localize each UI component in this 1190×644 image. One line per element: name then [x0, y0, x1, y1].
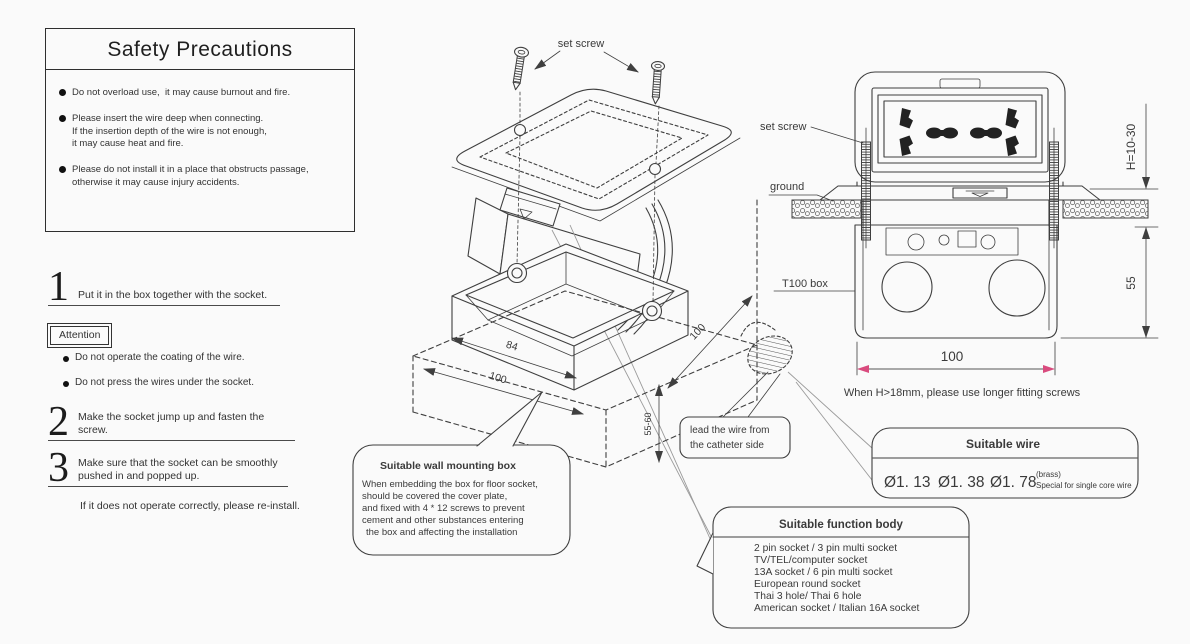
dim-55-60-label: 55-60 — [643, 412, 653, 435]
dim-h-label: H=10-30 — [1124, 123, 1138, 170]
lead-wire-line1: lead the wire from — [690, 425, 769, 436]
function-body-line: Thai 3 hole/ Thai 6 hole — [754, 591, 862, 602]
wire-note2: Special for single core wire — [1036, 481, 1132, 490]
step-2: 2 Make the socket jump up and fasten the… — [48, 399, 295, 445]
front-view-note: When H>18mm, please use longer fitting s… — [844, 387, 1081, 399]
wall-box-bubble: Suitable wall mounting box When embeddin… — [352, 391, 571, 556]
wall-box-line: and fixed with 4 * 12 screws to prevent — [362, 503, 525, 514]
wall-box-line: cement and other substances entering — [362, 515, 524, 526]
lead-wire-line2: the catheter side — [690, 440, 764, 451]
leader-to-wire-box — [787, 371, 873, 449]
step-text-line2: pushed in and popped up. — [78, 469, 200, 482]
step-number: 3 — [48, 445, 69, 491]
wire-title: Suitable wire — [966, 437, 1040, 451]
step-number: 2 — [48, 399, 69, 445]
attention-label: Attention — [46, 323, 113, 348]
safety-item: Do not overload use, it may cause burnou… — [59, 87, 346, 100]
function-body-line: TV/TEL/computer socket — [754, 555, 867, 566]
wire-note1: (brass) — [1036, 470, 1061, 479]
step-1: 1 Put it in the box together with the so… — [48, 264, 280, 310]
step-text: Put it in the box together with the sock… — [78, 288, 268, 301]
latch-flap — [499, 187, 561, 227]
wire-diameter: Ø1. 78 — [990, 474, 1037, 491]
leader-to-lead-wire — [722, 371, 769, 418]
step-number: 1 — [48, 264, 69, 310]
suitable-wire-bubble: Suitable wire Ø1. 13 Ø1. 38 Ø1. 78 (bras… — [871, 427, 1139, 499]
bullet-icon — [59, 166, 66, 174]
bullet-icon — [59, 89, 66, 96]
iso-set-screw-callout: set screw — [534, 38, 639, 73]
wall-box-title: Suitable wall mounting box — [380, 460, 516, 472]
dim-55-label: 55 — [1124, 276, 1138, 290]
function-body-title: Suitable function body — [779, 519, 904, 531]
lead-wire-callout: lead the wire from the catheter side — [679, 416, 791, 459]
step-text: Make sure that the socket can be smoothl… — [78, 457, 278, 483]
safety-precautions-panel: Safety Precautions Do not overload use, … — [45, 28, 355, 232]
function-body-line: 2 pin socket / 3 pin multi socket — [754, 543, 897, 554]
wall-box-line: should be covered the cover plate, — [362, 491, 507, 502]
function-body-line: American socket / Italian 16A socket — [754, 603, 920, 614]
dim-84-label: 84 — [505, 339, 520, 354]
socket-pins — [899, 108, 1019, 156]
wire-diameter: Ø1. 13 — [884, 474, 931, 491]
safety-item-text: Please insert the wire deep when connect… — [72, 112, 267, 150]
wall-box-line: When embedding the box for floor socket, — [362, 479, 538, 490]
ground-label: ground — [770, 181, 804, 193]
t100-box-label: T100 box — [782, 278, 828, 290]
pin-dumbbell — [926, 127, 958, 139]
cover-plate — [451, 88, 741, 222]
wire-bundle — [740, 321, 793, 375]
safety-list: Do not overload use, it may cause burnou… — [46, 70, 354, 190]
fitting-screws — [861, 127, 1059, 249]
step-3-note: If it does not operate correctly, please… — [80, 500, 300, 512]
wire-diameter: Ø1. 38 — [938, 474, 985, 491]
front-dimensions: H=10-30 55 100 When H>18mm, please use l… — [844, 103, 1159, 399]
attention-item: Do not press the wires under the socket. — [63, 377, 254, 388]
set-screw-label: set screw — [558, 38, 605, 50]
attention-item-text: Do not press the wires under the socket. — [75, 377, 254, 388]
step-text-line1: Make sure that the socket can be smoothl… — [78, 457, 278, 470]
bullet-icon — [63, 355, 69, 362]
step-3: 3 Make sure that the socket can be smoot… — [48, 445, 288, 491]
safety-title: Safety Precautions — [46, 29, 354, 70]
attention-item-text: Do not operate the coating of the wire. — [75, 352, 245, 363]
ground-hatch — [791, 199, 1149, 219]
safety-item: Please insert the wire deep when connect… — [59, 113, 346, 151]
leader-to-lead-wire — [747, 373, 781, 418]
dim-100-right-label: 100 — [687, 321, 708, 342]
safety-item-text: Please do not install it in a place that… — [72, 164, 309, 189]
open-lid — [854, 71, 1066, 183]
mechanism — [885, 227, 1019, 256]
iso-set-screws — [506, 46, 666, 322]
function-body-bubble: Suitable function body 2 pin socket / 3 … — [696, 506, 970, 629]
attention-item: Do not operate the coating of the wire. — [63, 352, 245, 363]
dim-100-left-label: 100 — [488, 370, 508, 387]
safety-item-text: Do not overload use, it may cause burnou… — [72, 87, 291, 98]
function-body-line: European round socket — [754, 579, 861, 590]
bullet-icon — [59, 114, 66, 122]
step-text: Make the socket jump up and fasten the s… — [78, 411, 265, 436]
front-labels: set screw ground T100 box — [760, 121, 864, 292]
set-screw-label: set screw — [760, 121, 807, 133]
attention-box: Attention — [46, 323, 113, 348]
pin-dumbbell — [970, 127, 1002, 139]
frame-plate — [819, 181, 1101, 201]
bullet-icon — [63, 380, 69, 387]
front-section-view: H=10-30 55 100 When H>18mm, please use l… — [760, 71, 1159, 399]
safety-item: Please do not install it in a place that… — [59, 164, 346, 190]
iso-exploded-view: 84 100 100 55-60 — [412, 38, 873, 553]
wall-box-line: the box and affecting the installation — [366, 527, 517, 538]
leader-to-wire-box — [795, 381, 873, 481]
function-body-line: 13A socket / 6 pin multi socket — [754, 567, 893, 578]
dim-100-label: 100 — [941, 349, 964, 364]
t100-box — [854, 199, 1058, 339]
